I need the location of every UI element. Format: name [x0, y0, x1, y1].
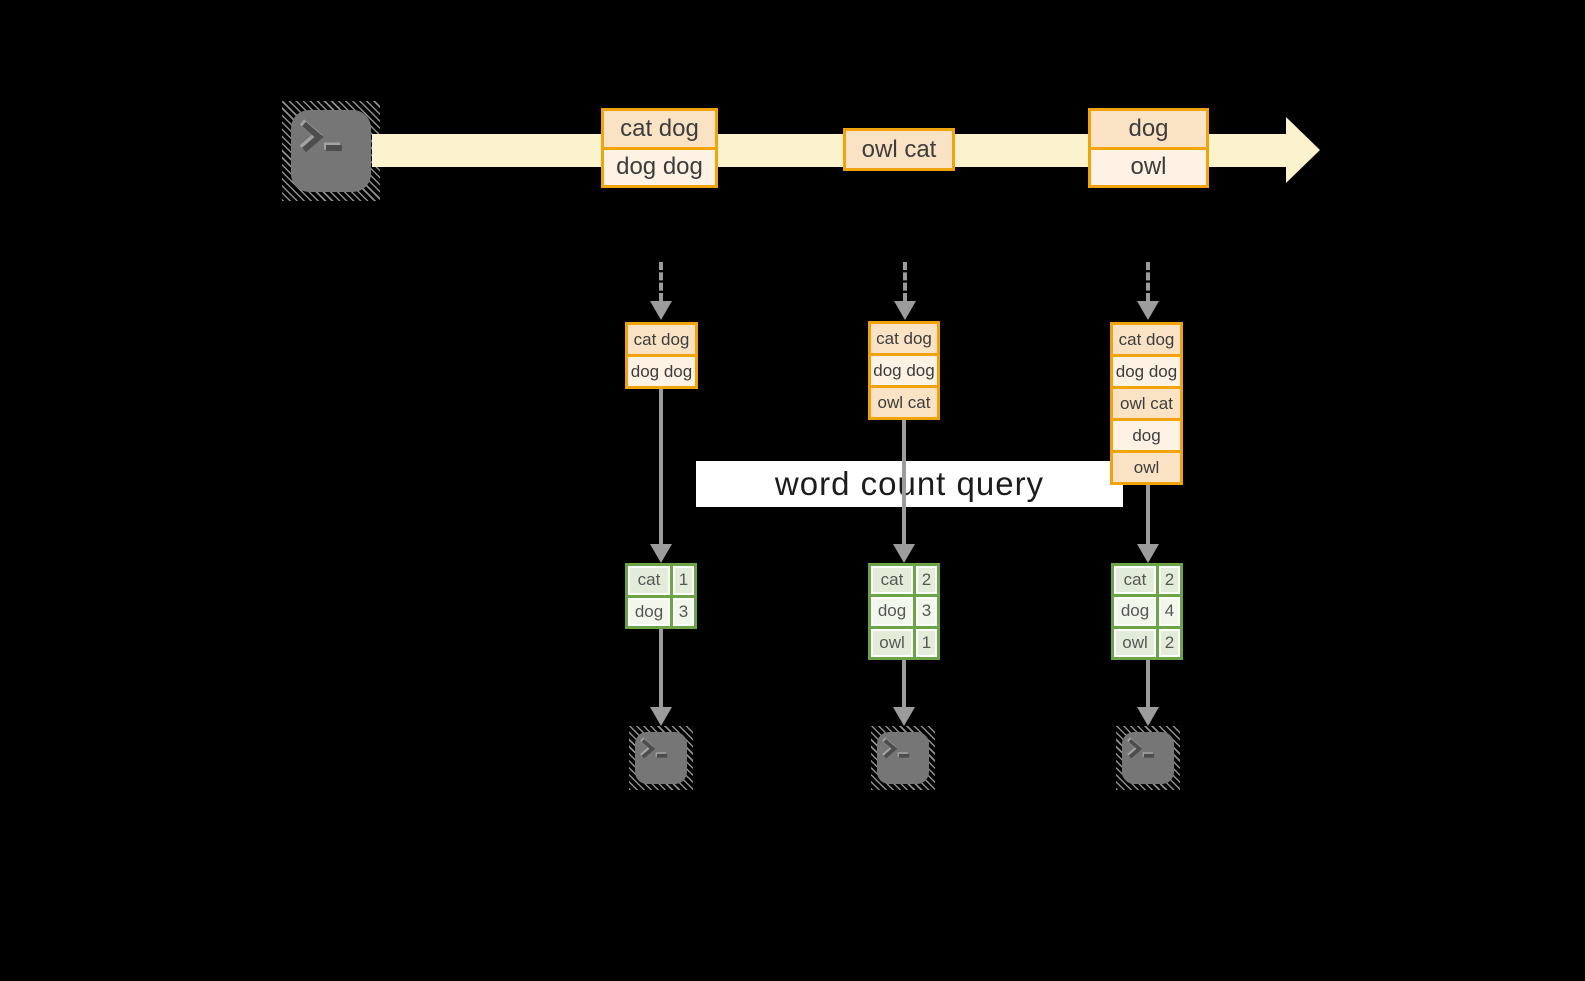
count-cell: 2: [1159, 628, 1180, 657]
down-arrow-dashed-icon: [1137, 262, 1159, 320]
sink-terminal-icon: [629, 726, 693, 790]
count-cell: 2: [916, 566, 937, 595]
result-table-3: cat 2 dog 4 owl 2: [1111, 563, 1183, 660]
arrow-head: [650, 301, 672, 320]
arrow-line: [903, 262, 907, 301]
count-cell: 1: [673, 566, 694, 595]
batch-record: dog dog: [604, 149, 715, 185]
word-cell: owl: [871, 628, 913, 657]
down-arrow-icon: [650, 629, 672, 726]
input-stack-3: cat dog dog dog owl cat dog owl: [1110, 322, 1183, 485]
batch-record: cat dog: [604, 111, 715, 147]
arrow-head: [1137, 544, 1159, 563]
arrow-line: [1146, 262, 1150, 301]
arrow-line: [1146, 485, 1150, 544]
word-cell: owl: [1114, 628, 1156, 657]
arrow-head: [650, 544, 672, 563]
word-cell: cat: [1114, 566, 1156, 595]
source-terminal-icon: [282, 101, 380, 201]
batch-record: owl: [1091, 149, 1206, 185]
count-cell: 1: [916, 628, 937, 657]
input-row: owl: [1113, 453, 1180, 482]
down-arrow-icon: [1137, 660, 1159, 726]
input-stack-2: cat dog dog dog owl cat: [868, 321, 940, 420]
query-label: word count query: [774, 465, 1045, 502]
count-cell: 3: [673, 597, 694, 626]
arrow-line: [902, 660, 906, 707]
stream-right-arrow-icon: [1286, 117, 1320, 183]
input-row: dog dog: [871, 356, 937, 385]
arrow-head: [893, 707, 915, 726]
stream-batch-1: cat dog dog dog: [601, 108, 718, 188]
sink-terminal-icon: [1116, 726, 1180, 790]
word-cell: cat: [871, 566, 913, 595]
count-cell: 3: [916, 597, 937, 626]
terminal-prompt-icon: [1127, 737, 1155, 759]
arrow-head: [893, 544, 915, 563]
arrow-line: [659, 389, 663, 544]
input-row: cat dog: [871, 324, 937, 353]
down-arrow-dashed-icon: [894, 262, 916, 320]
input-row: owl cat: [871, 388, 937, 417]
terminal-prompt-icon: [640, 737, 668, 759]
batch-record: owl cat: [846, 131, 952, 168]
input-row: dog dog: [1113, 357, 1180, 386]
result-table-2: cat 2 dog 3 owl 1: [868, 563, 940, 660]
count-cell: 2: [1159, 566, 1180, 595]
word-cell: dog: [1114, 597, 1156, 626]
arrow-line: [902, 420, 906, 544]
input-stack-1: cat dog dog dog: [625, 322, 698, 389]
down-arrow-icon: [1137, 485, 1159, 563]
arrow-line: [659, 629, 663, 707]
word-cell: dog: [871, 597, 913, 626]
word-cell: cat: [628, 566, 670, 595]
down-arrow-icon: [650, 389, 672, 563]
arrow-line: [1146, 660, 1150, 707]
sink-terminal-icon: [871, 726, 935, 790]
terminal-prompt-icon: [299, 119, 342, 153]
stream-batch-3: dog owl: [1088, 108, 1209, 188]
arrow-head: [650, 707, 672, 726]
arrow-head: [1137, 707, 1159, 726]
result-table-1: cat 1 dog 3: [625, 563, 697, 629]
down-arrow-dashed-icon: [650, 262, 672, 320]
count-cell: 4: [1159, 597, 1180, 626]
input-row: dog dog: [628, 357, 695, 386]
down-arrow-icon: [893, 660, 915, 726]
query-banner: word count query: [696, 461, 1123, 507]
stream-batch-2: owl cat: [843, 128, 955, 171]
input-row: cat dog: [628, 325, 695, 354]
word-cell: dog: [628, 597, 670, 626]
arrow-head: [1137, 301, 1159, 320]
arrow-line: [659, 262, 663, 301]
input-row: dog: [1113, 421, 1180, 450]
batch-record: dog: [1091, 111, 1206, 147]
input-row: owl cat: [1113, 389, 1180, 418]
terminal-prompt-icon: [882, 737, 910, 759]
input-row: cat dog: [1113, 325, 1180, 354]
arrow-head: [894, 301, 916, 320]
down-arrow-icon: [893, 420, 915, 563]
